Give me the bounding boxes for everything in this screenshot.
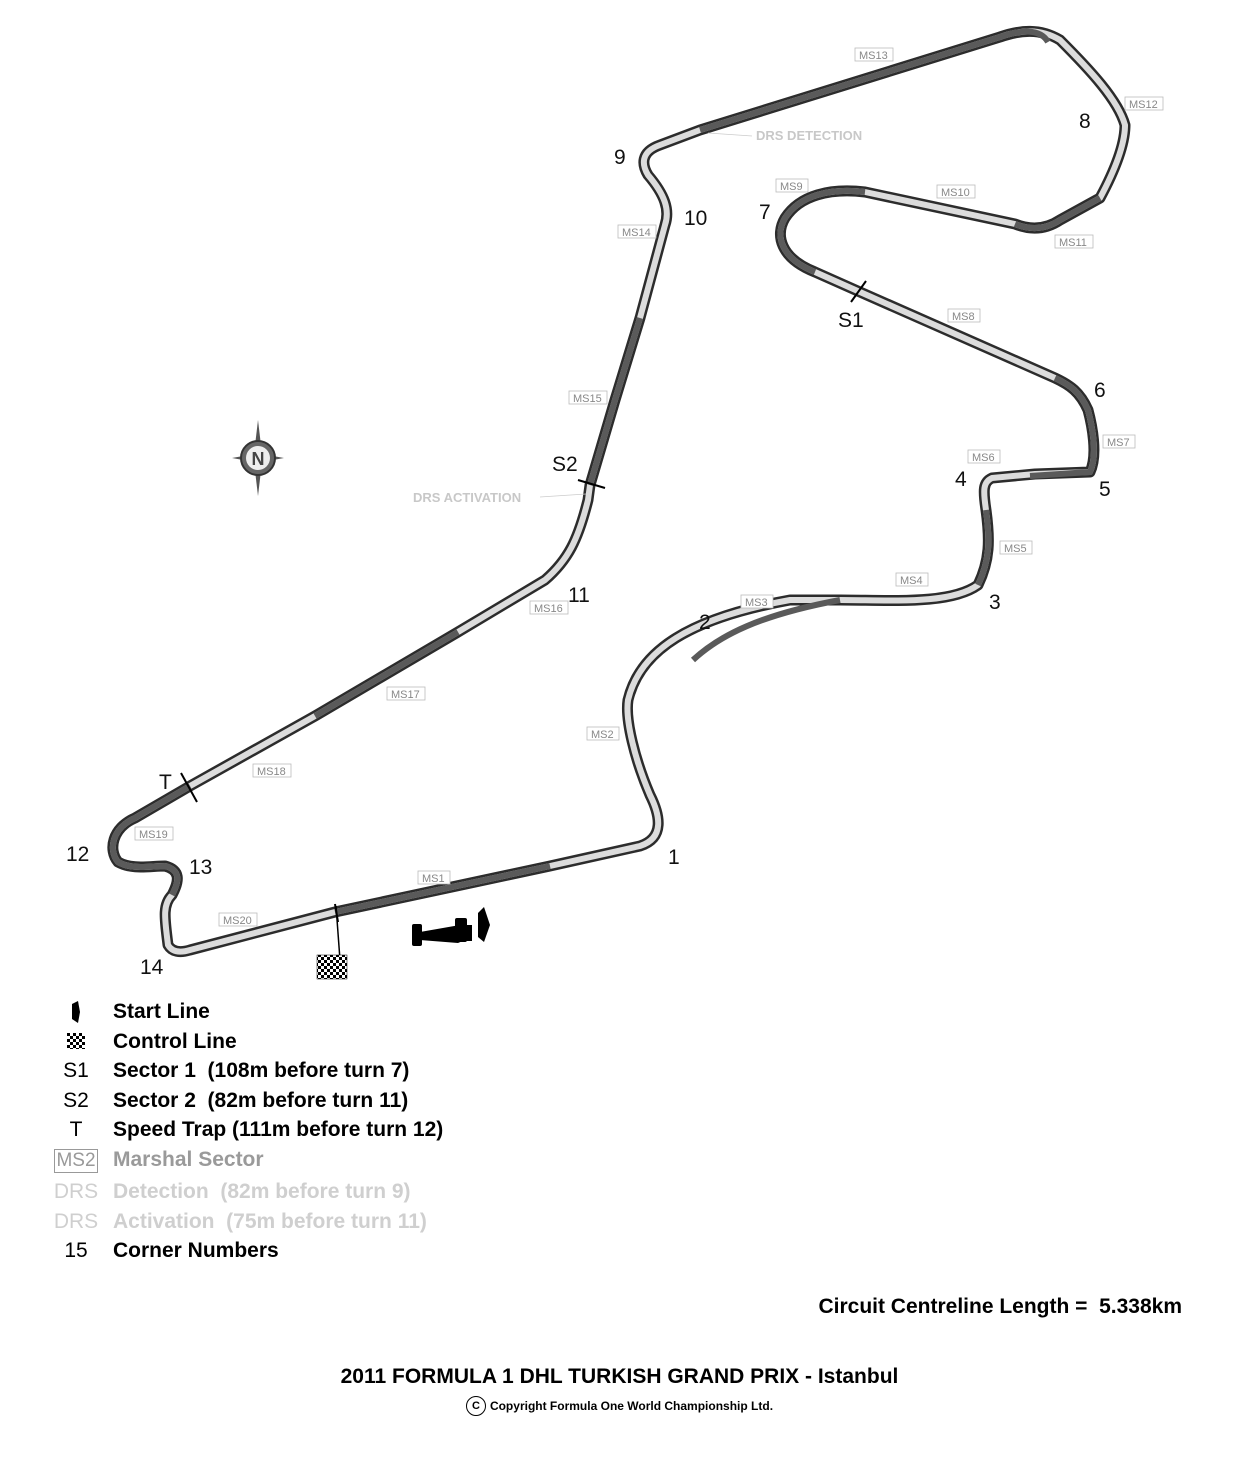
legend-row-drs-activation: DRS Activation (75m before turn 11) xyxy=(48,1207,608,1237)
track-dark-segments xyxy=(109,28,1102,915)
ms-label: MS4 xyxy=(900,575,923,587)
ms-label: MS19 xyxy=(139,829,168,841)
corner-2: 2 xyxy=(699,611,711,634)
ms-label: MS11 xyxy=(1059,237,1087,249)
marshal-sector-labels: MS1 MS2 MS3 MS4 MS5 MS6 MS7 MS8 MS9 MS10… xyxy=(134,47,1164,927)
start-line-icon xyxy=(72,1001,80,1023)
legend-row-speed-trap: T Speed Trap (111m before turn 12) xyxy=(48,1115,608,1145)
legend-symbol xyxy=(48,997,104,1031)
corner-3: 3 xyxy=(989,591,1001,614)
legend-text: Sector 2 (82m before turn 11) xyxy=(113,1088,409,1112)
legend: Start Line Control Line S1 Sector 1 (108… xyxy=(48,997,608,1266)
legend-symbol: S2 xyxy=(63,1088,89,1112)
compass-icon: N xyxy=(232,420,284,496)
legend-text: Activation (75m before turn 11) xyxy=(113,1209,427,1233)
legend-row-corner-numbers: 15 Corner Numbers xyxy=(48,1236,608,1266)
track-outline xyxy=(107,25,1131,958)
corner-numbers: 1 2 3 4 5 6 7 8 9 10 11 12 13 14 xyxy=(66,110,1111,979)
corner-10: 10 xyxy=(684,207,707,230)
ms-label: MS2 xyxy=(591,729,614,741)
page-title: 2011 FORMULA 1 DHL TURKISH GRAND PRIX - … xyxy=(340,1365,899,1388)
ms-label: MS14 xyxy=(622,227,651,239)
sector1-label: S1 xyxy=(838,309,864,332)
corner-4: 4 xyxy=(955,468,967,491)
corner-13: 13 xyxy=(189,856,212,879)
checkered-flag-icon xyxy=(316,954,348,980)
ms-label: MS5 xyxy=(1004,543,1027,555)
legend-symbol: DRS xyxy=(53,1180,99,1203)
corner-11: 11 xyxy=(568,584,590,607)
sector2-marker xyxy=(577,479,606,489)
f1-car-icon xyxy=(412,918,472,946)
copyright-icon: C xyxy=(465,1396,486,1416)
drs-activation-label: DRS ACTIVATION xyxy=(413,490,521,505)
legend-row-drs-detection: DRS Detection (82m before turn 9) xyxy=(48,1177,608,1207)
copyright-text: Copyright Formula One World Championship… xyxy=(489,1399,774,1413)
legend-symbol: S1 xyxy=(63,1059,89,1082)
circuit-map: N 1 2 3 4 5 6 7 8 9 10 11 12 13 14 S1 S2… xyxy=(66,25,1164,980)
legend-row-start-line: Start Line xyxy=(48,997,608,1027)
ms-label: MS16 xyxy=(534,603,563,615)
corner-8: 8 xyxy=(1079,110,1091,133)
corner-9: 9 xyxy=(614,146,626,169)
legend-symbol: 15 xyxy=(64,1239,88,1262)
ms-label: MS20 xyxy=(223,915,252,927)
corner-5: 5 xyxy=(1099,478,1111,501)
sector1-marker xyxy=(850,280,867,303)
legend-row-sector2: S2 Sector 2 (82m before turn 11) xyxy=(48,1086,608,1116)
ms-label: MS3 xyxy=(745,597,768,609)
legend-text: Sector 1 (108m before turn 7) xyxy=(113,1059,410,1082)
ms-label: MS6 xyxy=(972,452,995,464)
legend-row-control-line: Control Line xyxy=(48,1027,608,1057)
ms-label: MS13 xyxy=(859,50,888,62)
ms-label: MS1 xyxy=(422,873,445,885)
ms-label: MS8 xyxy=(952,311,975,323)
legend-symbol: MS2 xyxy=(48,1145,104,1174)
legend-symbol xyxy=(48,1027,104,1057)
legend-symbol: DRS xyxy=(53,1209,99,1233)
legend-symbol: T xyxy=(69,1118,83,1141)
speed-trap-label: T xyxy=(159,771,172,794)
drs-detection-label: DRS DETECTION xyxy=(756,128,862,143)
ms-label: MS12 xyxy=(1129,99,1158,111)
legend-text: Start Line xyxy=(113,1000,210,1023)
ms-label: MS17 xyxy=(391,689,420,701)
ms-label: MS9 xyxy=(780,181,803,193)
legend-row-sector1: S1 Sector 1 (108m before turn 7) xyxy=(48,1056,608,1086)
corner-1: 1 xyxy=(668,846,680,869)
legend-text: Detection (82m before turn 9) xyxy=(113,1180,411,1203)
ms-label: MS15 xyxy=(573,393,602,405)
start-line-icon xyxy=(478,907,490,942)
corner-14: 14 xyxy=(140,956,164,979)
marshal-sector-symbol: MS2 xyxy=(54,1148,98,1173)
legend-text: Speed Trap (111m before turn 12) xyxy=(113,1118,444,1141)
sector2-label: S2 xyxy=(552,453,578,476)
speed-trap-marker xyxy=(180,772,198,803)
legend-text: Corner Numbers xyxy=(113,1239,279,1262)
ms-label: MS10 xyxy=(941,187,970,199)
corner-7: 7 xyxy=(759,201,771,224)
circuit-length: Circuit Centreline Length = 5.338km xyxy=(818,1295,1182,1318)
checkered-flag-icon xyxy=(67,1032,85,1049)
ms-label: MS7 xyxy=(1107,437,1130,449)
track-light xyxy=(109,28,1128,955)
corner-6: 6 xyxy=(1094,379,1106,402)
corner-12: 12 xyxy=(66,843,89,866)
ms-label: MS18 xyxy=(257,766,286,778)
legend-text: Control Line xyxy=(113,1029,237,1053)
legend-text: Marshal Sector xyxy=(113,1147,264,1171)
compass-letter: N xyxy=(252,449,265,469)
legend-row-marshal-sector: MS2 Marshal Sector xyxy=(48,1145,608,1175)
